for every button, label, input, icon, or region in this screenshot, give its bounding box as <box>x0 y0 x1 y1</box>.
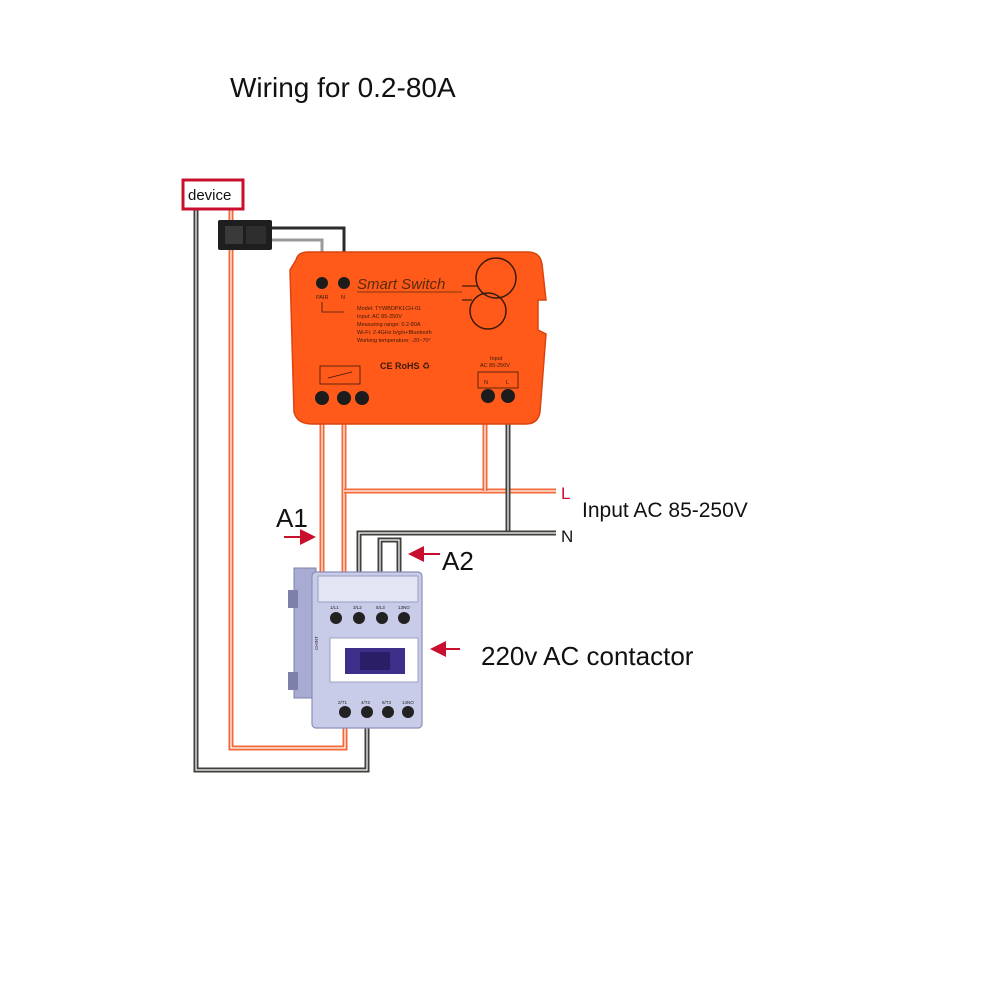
smart-switch-module: PAIR N Smart Switch Model: TYWBDPK1CH-01… <box>289 251 547 425</box>
terminal-screw <box>337 391 351 405</box>
spec-line: Measuring range: 0.2-80A <box>357 322 421 328</box>
relay-symbol-icon <box>319 365 361 385</box>
contactor-terminal-label: 6/T3 <box>382 700 392 705</box>
spec-line: Model: TYWBDPK1CH-01 <box>357 306 421 312</box>
current-clamp <box>218 220 272 250</box>
ac-contactor: 1/L1 3/L2 5/L3 13NO CHINT 2/T1 4/T2 6/T3… <box>288 567 423 729</box>
contactor-terminal-label: 3/L2 <box>353 605 362 610</box>
terminal-screw <box>501 389 515 403</box>
device-label: device <box>188 187 231 204</box>
spec-line: Wi-Fi: 2.4GHz b/g/n+Bluetooth <box>357 330 432 336</box>
diagram-title: Wiring for 0.2-80A <box>230 72 456 103</box>
device-box: device <box>181 178 245 211</box>
switch-top-n-label: N <box>341 295 345 301</box>
contactor-label: 220v AC contactor <box>481 641 694 671</box>
switch-name: Smart Switch <box>357 276 445 293</box>
ct-lead-black <box>272 226 346 262</box>
spec-line: Input: AC 85-250V <box>357 314 402 320</box>
switch-n-terminal-label: N <box>484 380 488 386</box>
a2-label: A2 <box>442 546 474 576</box>
contactor-brand: CHINT <box>314 636 319 650</box>
live-label: L <box>561 484 570 503</box>
pair-label: PAIR <box>316 295 328 301</box>
input-voltage-label: AC 85-250V <box>480 363 510 369</box>
a1-label: A1 <box>276 503 308 533</box>
neutral-label: N <box>561 527 573 546</box>
contactor-terminal-label: 2/T1 <box>338 700 348 705</box>
terminal-screw <box>481 389 495 403</box>
contactor-terminal-label: 13NO <box>398 605 410 610</box>
clamp-symbol-icon <box>475 257 517 299</box>
spec-line: Working temperature: -20~70° <box>357 338 431 344</box>
contactor-terminal-label: 1/L1 <box>330 605 339 610</box>
contactor-terminal-label: 4/T2 <box>361 700 371 705</box>
contactor-terminal-label: 5/L3 <box>376 605 385 610</box>
switch-l-terminal-label: L <box>506 380 509 386</box>
cert-marks: CE RoHS ♻ <box>380 361 430 371</box>
terminal-screw <box>355 391 369 405</box>
contactor-terminal-label: 14NO <box>402 700 414 705</box>
input-voltage-text: Input AC 85-250V <box>582 499 748 522</box>
terminal-screw <box>315 391 329 405</box>
input-label: Input <box>490 356 503 362</box>
